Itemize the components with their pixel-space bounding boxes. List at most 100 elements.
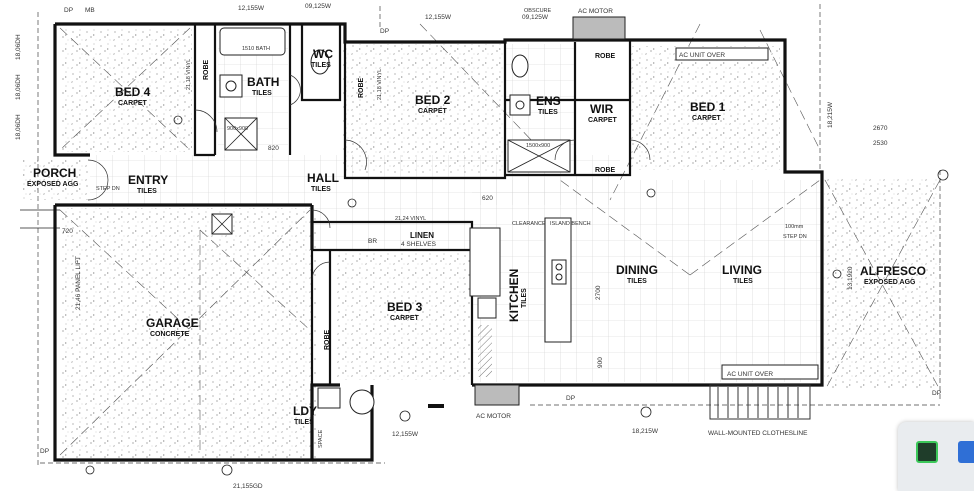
ens-shower-label: 1500x900 <box>526 143 550 149</box>
bottom-gd: 21,155GD <box>233 483 263 490</box>
left-dim-1: 18,06DH <box>15 34 22 60</box>
dim-820: 820 <box>268 145 279 152</box>
dp-bottom-mid: DP <box>566 395 575 402</box>
right-w: 18,215W <box>827 101 834 128</box>
ldy-space: SPACE <box>318 429 324 448</box>
step-down-label: STEP DN <box>783 234 807 240</box>
room-bath-name: BATH <box>247 75 279 89</box>
room-bed2-name: BED 2 <box>415 93 451 107</box>
dp-bottom-right: DP <box>932 390 941 397</box>
room-living-floor: TILES <box>733 278 753 285</box>
taskbar-tray <box>898 422 974 491</box>
room-bed3-floor: CARPET <box>390 315 420 322</box>
br-label: BR <box>368 238 377 245</box>
room-kitchen-floor: TILES <box>521 288 528 308</box>
room-bed4-floor: CARPET <box>118 100 148 107</box>
ac-motor-bottom: AC MOTOR <box>476 413 511 420</box>
dim-720: 720 <box>62 228 73 235</box>
dim-2700: 2700 <box>595 285 602 300</box>
room-ens-name: ENS <box>536 94 561 108</box>
island-bench-label: ISLAND BENCH <box>550 221 591 227</box>
room-garage-floor: CONCRETE <box>150 331 190 338</box>
robe-label-wir-bottom: ROBE <box>595 167 616 174</box>
clothesline-label: WALL-MOUNTED CLOTHESLINE <box>708 430 808 437</box>
ac-unit-over-bottom: AC UNIT OVER <box>727 371 773 378</box>
robe-label-bed4: ROBE <box>203 59 210 80</box>
shower-size-label: 900x900 <box>227 126 248 132</box>
room-dining-name: DINING <box>616 263 658 277</box>
room-labels: BED 4 CARPET BATH TILES WC TILES BED 2 C… <box>27 47 926 426</box>
robe-label-bed3: ROBE <box>324 329 331 350</box>
room-hall-name: HALL <box>307 171 339 185</box>
room-wc-name: WC <box>313 47 333 61</box>
room-bed2-floor: CARPET <box>418 108 448 115</box>
vinyl-hall: 21,24 VINYL <box>395 216 426 222</box>
dp-marker: DP <box>380 28 389 35</box>
room-bath-floor: TILES <box>252 90 272 97</box>
annotations: ROBE ROBE ROBE ROBE ROBE BR 1510 BATH 90… <box>40 46 941 490</box>
room-dining-floor: TILES <box>627 278 647 285</box>
blue-app-icon[interactable] <box>958 441 974 463</box>
alfresco-dim: 13,1920 <box>847 266 854 290</box>
room-wc-floor: TILES <box>311 62 331 69</box>
top-w2: 09,125W <box>305 3 332 10</box>
dim-2670: 2670 <box>873 125 888 132</box>
room-porch-name: PORCH <box>33 166 76 180</box>
top-w4: 09,125W <box>522 14 549 21</box>
floor-textures <box>22 28 940 458</box>
robe-label-bed2: ROBE <box>358 77 365 98</box>
room-alfresco-name: ALFRESCO <box>860 264 926 278</box>
room-linen-floor: 4 SHELVES <box>401 241 437 248</box>
room-ens-floor: TILES <box>538 109 558 116</box>
room-wir-name: WIR <box>590 102 614 116</box>
room-living-name: LIVING <box>722 263 762 277</box>
room-bed4-name: BED 4 <box>115 85 151 99</box>
step-down-porch: STEP DN <box>96 186 120 192</box>
room-linen-name: LINEN <box>410 231 434 240</box>
panel-lift-label: 21,46 PANEL LIFT <box>75 256 82 310</box>
top-w3: 12,155W <box>425 14 452 21</box>
room-garage-name: GARAGE <box>146 316 199 330</box>
room-hall-floor: TILES <box>311 186 331 193</box>
top-obscure: OBSCURE <box>524 8 552 14</box>
left-dimensions: 18,06DH 18,06DH 18,06DH <box>15 34 22 140</box>
room-wir-floor: CARPET <box>588 117 618 124</box>
dim-100mm: 100mm <box>785 224 804 230</box>
dim-2530: 2530 <box>873 140 888 147</box>
marker-circles <box>85 115 949 476</box>
room-ldy-name: LDY <box>293 404 317 418</box>
clothesline <box>709 384 811 420</box>
room-bed3-name: BED 3 <box>387 300 423 314</box>
room-porch-floor: EXPOSED AGG <box>27 181 79 188</box>
room-ldy-floor: TILES <box>294 419 314 426</box>
bath-size-label: 1510 BATH <box>242 46 270 52</box>
room-bed1-name: BED 1 <box>690 100 726 114</box>
top-mb: MB <box>85 7 95 14</box>
vinyl-bed4: 21,18 VINYL <box>186 59 192 90</box>
fixtures <box>211 16 819 415</box>
clearance-label: CLEARANCE <box>512 221 546 227</box>
dim-620: 620 <box>482 195 493 202</box>
exterior-walls <box>53 22 824 462</box>
top-ac-motor: AC MOTOR <box>578 8 613 15</box>
door-swings <box>87 74 651 281</box>
green-app-icon[interactable] <box>916 441 938 463</box>
ac-unit-over-top: AC UNIT OVER <box>679 52 725 59</box>
left-dim-3: 18,06DH <box>15 114 22 140</box>
top-dp: DP <box>64 7 73 14</box>
room-entry-floor: TILES <box>137 188 157 195</box>
dp-bottom-left: DP <box>40 448 49 455</box>
bottom-w1: 12,155W <box>392 431 419 438</box>
room-entry-name: ENTRY <box>128 173 168 187</box>
room-kitchen-name: KITCHEN <box>507 269 521 322</box>
room-alfresco-floor: EXPOSED AGG <box>864 279 916 286</box>
top-w1: 12,155W <box>238 5 265 12</box>
top-dimensions: DP MB 12,155W 09,125W 12,155W OBSCURE 09… <box>64 3 613 35</box>
bottom-w2: 18,215W <box>632 428 659 435</box>
dim-900: 900 <box>597 357 604 368</box>
robe-label-wir-top: ROBE <box>595 53 616 60</box>
vinyl-bed2: 21,18 VINYL <box>377 69 383 100</box>
room-bed1-floor: CARPET <box>692 115 722 122</box>
left-dim-2: 18,06DH <box>15 74 22 100</box>
